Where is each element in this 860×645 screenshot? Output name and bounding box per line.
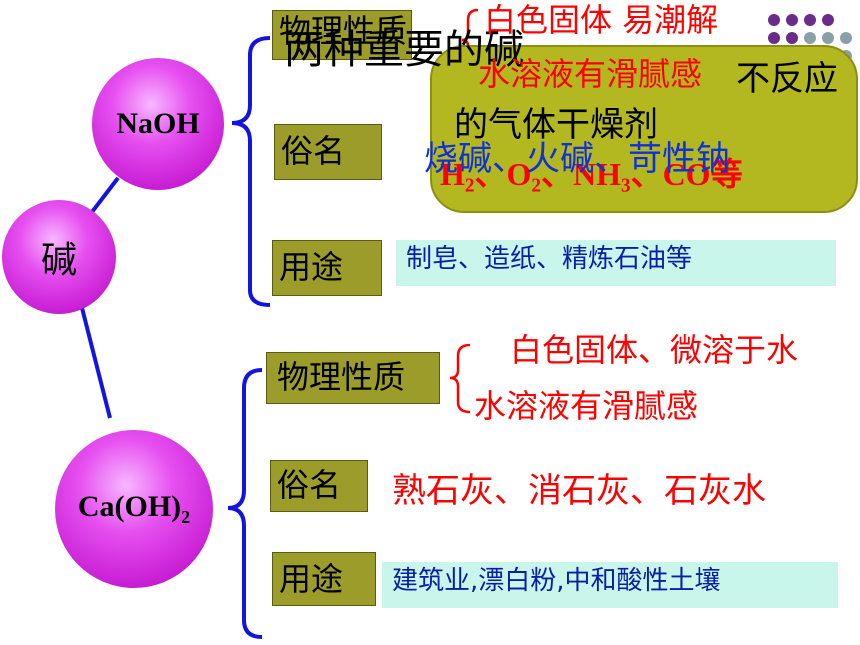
naoh-props-label: 物理性质 — [272, 10, 412, 60]
root-circle: 碱 — [2, 200, 116, 314]
brace-naoh — [231, 36, 271, 307]
callout-line1-tail: 不反应 — [736, 59, 838, 99]
caoh-prop-line2: 水溶液有滑腻感 — [474, 387, 699, 425]
caoh-circle: Ca(OH)2 — [55, 430, 213, 588]
caoh-label: Ca(OH)2 — [77, 490, 191, 527]
slide-title: 两种重要的碱 — [284, 27, 524, 73]
connector-root-naoh — [90, 176, 120, 214]
caoh-props-label: 物理性质 — [266, 352, 440, 404]
root-label: 碱 — [40, 240, 77, 281]
naoh-alias-value: 烧碱、火碱、苛性钠 — [424, 139, 730, 179]
naoh-use-value: 制皂、造纸、精炼石油等 — [396, 240, 836, 286]
callout-line2: 的气体干燥剂 — [454, 105, 658, 145]
caoh-use-value: 建筑业,漂白粉,中和酸性土壤 — [382, 562, 838, 608]
naoh-alias-label: 俗名 — [274, 124, 382, 180]
caoh-alias-value: 熟石灰、消石灰、石灰水 — [392, 471, 766, 511]
caoh-prop-line1: 白色固体、微溶于水 — [510, 331, 799, 369]
naoh-circle: NaOH — [92, 58, 224, 190]
callout-gases: H₂、O₂、NH₃、CO等 — [440, 156, 743, 192]
naoh-prop-line2: 水溶液有滑腻感 — [478, 55, 703, 93]
brace-caoh-props — [449, 343, 471, 414]
naoh-label: NaOH — [116, 107, 200, 140]
naoh-use-label: 用途 — [272, 240, 382, 296]
caoh-alias-label: 俗名 — [270, 460, 368, 512]
brace-caoh — [227, 368, 263, 639]
connector-root-caoh — [78, 299, 112, 419]
caoh-use-label: 用途 — [272, 552, 376, 606]
naoh-prop-line1: 白色固体 易潮解 — [484, 1, 719, 39]
callout-bubble — [430, 45, 858, 213]
